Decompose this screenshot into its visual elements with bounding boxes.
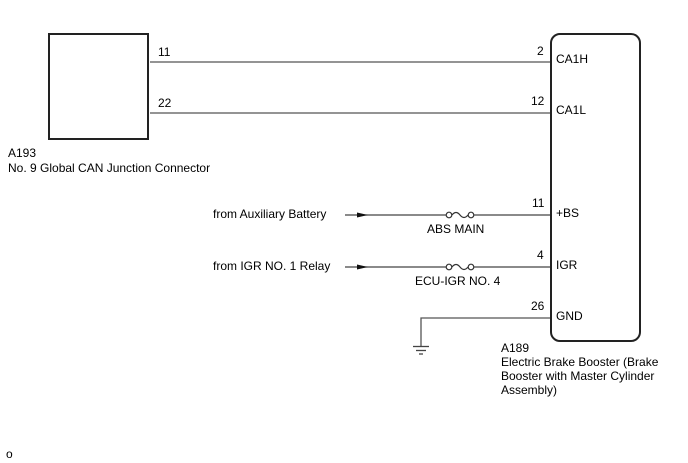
connector-a189-box (550, 33, 641, 342)
pin-number: 2 (537, 44, 544, 58)
connector-a193-box (48, 33, 149, 140)
pin-number: 11 (532, 196, 545, 210)
terminal-label: CA1L (556, 103, 587, 117)
pin-number: 22 (158, 96, 172, 110)
connector-name-line: Booster with Master Cylinder (501, 369, 655, 383)
ground-icon (413, 345, 429, 355)
terminal-label: CA1H (556, 52, 589, 66)
connector-code: A193 (8, 146, 37, 160)
arrow-icon (357, 212, 368, 218)
pin-number: 4 (537, 248, 544, 262)
pin-number: 11 (158, 45, 171, 59)
connector-name: No. 9 Global CAN Junction Connector (8, 161, 211, 175)
connector-code: A189 (501, 341, 530, 355)
fuse-label: ECU-IGR NO. 4 (415, 274, 501, 288)
connector-name-line: Assembly) (501, 383, 558, 397)
fuse-icon (445, 211, 475, 219)
pin-number: 26 (531, 299, 545, 313)
source-label: from Auxiliary Battery (213, 207, 327, 221)
fuse-icon (445, 263, 475, 271)
fuse-label: ABS MAIN (427, 222, 485, 236)
terminal-label: +BS (556, 206, 580, 220)
arrow-icon (357, 264, 368, 270)
terminal-label: IGR (556, 258, 578, 272)
wire-gnd (420, 317, 551, 346)
footer-mark: o (6, 447, 13, 461)
source-label: from IGR NO. 1 Relay (213, 259, 331, 273)
pin-number: 12 (531, 94, 545, 108)
connector-name-line: Electric Brake Booster (Brake (501, 355, 659, 369)
terminal-label: GND (556, 309, 583, 323)
